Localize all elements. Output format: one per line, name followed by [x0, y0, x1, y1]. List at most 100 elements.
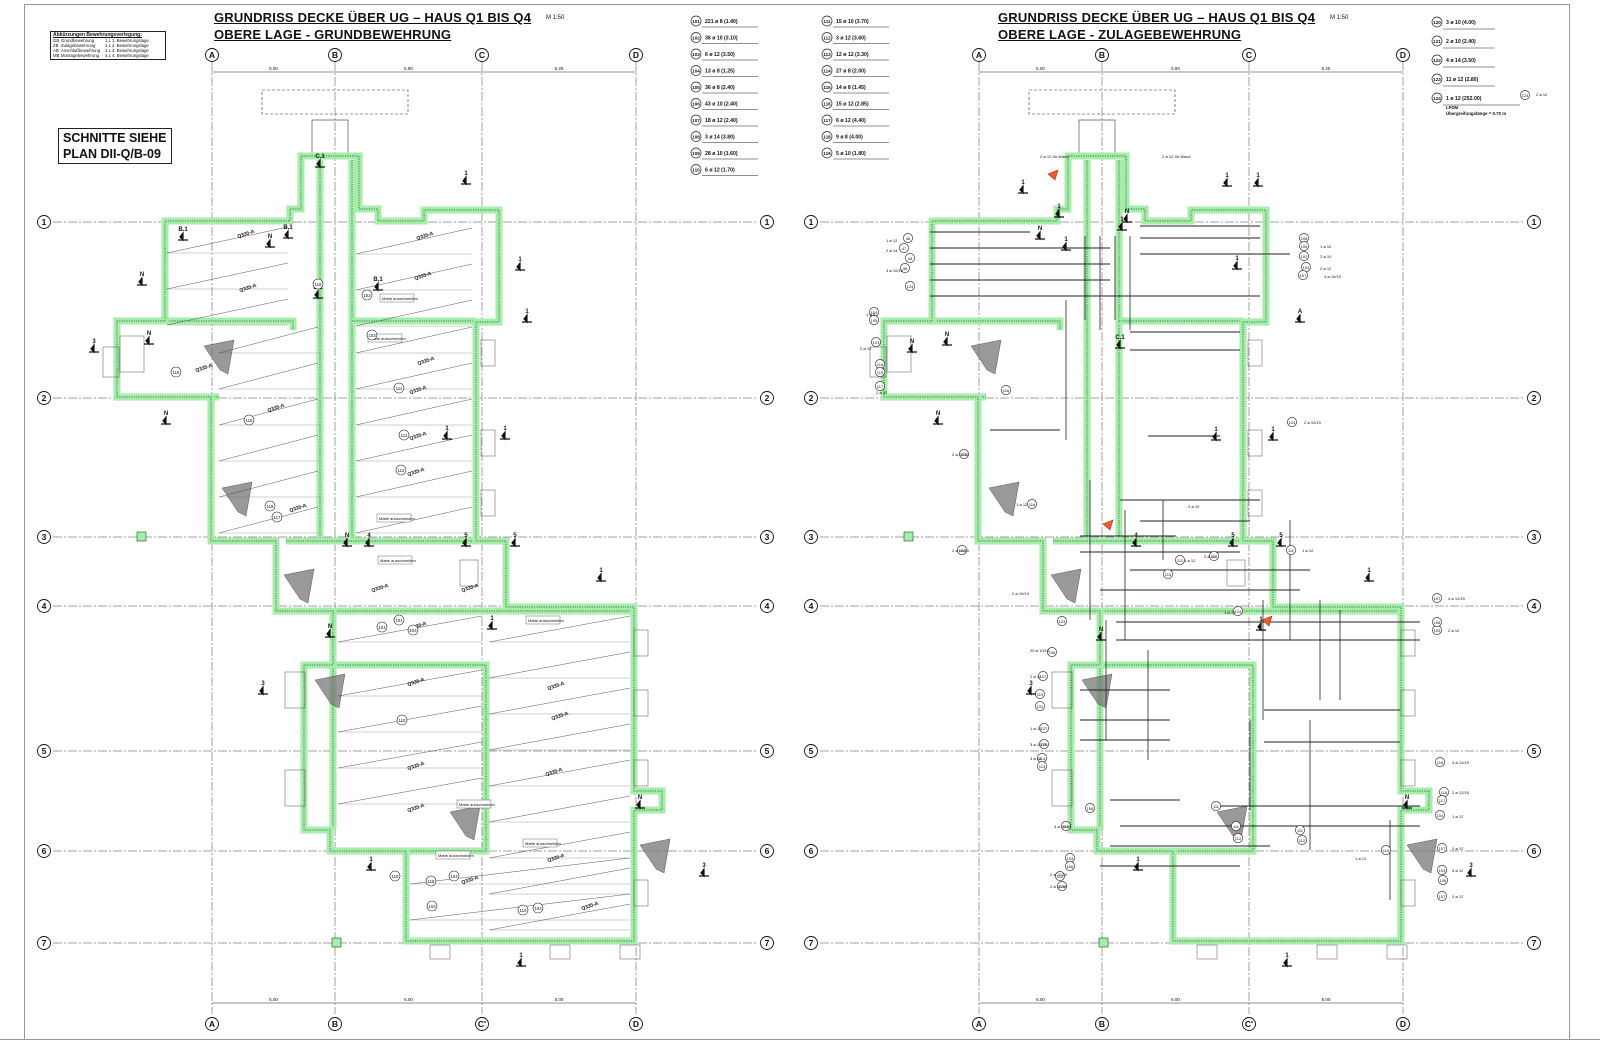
- schedule-col1-bar-spec: 36 ø 8 (2.40): [705, 85, 735, 91]
- right-plan-scale: M 1:50: [1330, 15, 1349, 21]
- right-opening-shade: [1216, 805, 1248, 841]
- position-bubble-label: 115: [246, 418, 254, 423]
- zulage-position-bubble: [1435, 810, 1445, 820]
- zulage-position-label: 123: [1059, 619, 1066, 624]
- zulage-spec-callout: 3 ø 10/15: [1054, 824, 1072, 829]
- schedule-col1-pos-bubble: [690, 15, 702, 27]
- wall-note: 2 ø 12 für Wand: [1040, 154, 1069, 159]
- right-axis-bubble-top: [1396, 48, 1410, 62]
- left-row-bubble-right-label: 3: [765, 532, 770, 542]
- opening-tag: Matte ausschneiden: [459, 802, 495, 807]
- zulage-position-bubble: [1520, 90, 1530, 100]
- position-bubble: [271, 511, 283, 523]
- zulage-section-mark-label: N: [1099, 627, 1103, 633]
- left-row-bubble-right: [760, 936, 774, 950]
- sections-note: SCHNITTE SIEHE PLAN DII-Q/B-09: [58, 128, 172, 164]
- zulage-position-label: 115: [1165, 572, 1172, 577]
- right-row-bubble-right: [1527, 844, 1541, 858]
- left-window-niche: [633, 689, 649, 717]
- position-bubble-label: 116: [267, 504, 275, 509]
- opening-tag-box: [456, 799, 492, 809]
- zulage-position-label: 109: [871, 318, 878, 323]
- schedule-col2-pos-bubble: [821, 98, 833, 109]
- section-mark: [373, 281, 383, 292]
- position-bubble: [376, 621, 388, 633]
- zulage-spec-callout: 20 ø 10/15: [1030, 648, 1050, 653]
- schedule-col2-bar-spec: 3 ø 12 (3.60): [836, 36, 866, 42]
- schedule-col1-pos-bubble: [690, 32, 702, 43]
- opening-tag: Matte ausschneiden: [380, 558, 416, 563]
- zulage-spec-callout: 1 ø 10: [1320, 244, 1332, 249]
- opening-tag-box: [525, 615, 561, 625]
- section-mark: [315, 158, 325, 169]
- legend-label: Zulagebewehrung: [61, 43, 96, 49]
- left-row-bubble-left: [37, 391, 51, 405]
- mesh-sheet-line: [409, 857, 631, 885]
- section-mark: [635, 799, 645, 810]
- right-row-bubble-left-label: 2: [809, 393, 814, 403]
- schedule-col2-bar-spec: 14 ø 8 (1.45): [836, 85, 866, 91]
- position-bubble-label: 118: [315, 282, 323, 287]
- mesh-sheet-line: [218, 434, 319, 462]
- position-bubble-label: 111: [401, 433, 408, 438]
- zulage-position-label: 48: [906, 236, 911, 241]
- accent-arrow-marker: [1047, 169, 1059, 181]
- zulage-spec-callout: 2 ø 12: [1320, 266, 1332, 271]
- section-mark-label: N: [140, 272, 144, 278]
- zulage-position-bubble: [1039, 739, 1049, 749]
- schedule-col1-bar-spec: 221 ø 8 (1.40): [705, 19, 738, 25]
- left-top-stub: [261, 89, 409, 115]
- schedule-col2-pos-number: 112: [823, 36, 831, 41]
- zulage-position-bubble: [869, 315, 879, 325]
- left-axis-bubble-bottom-label: C': [478, 1019, 486, 1029]
- section-mark-label: 1: [518, 257, 522, 263]
- right-row-bubble-left: [804, 936, 818, 950]
- left-row-bubble-left: [37, 530, 51, 544]
- section-mark: [283, 229, 293, 240]
- zulage-position-label: 108: [1434, 620, 1441, 625]
- left-shaft: [311, 119, 349, 157]
- left-axis-bubble-top: [205, 48, 219, 62]
- zulage-position-label: 115: [877, 370, 884, 375]
- section-mark-label: B.1: [283, 225, 293, 231]
- position-bubble: [361, 289, 373, 301]
- right-row-bubble-right: [1527, 391, 1541, 405]
- zulage-position-bubble: [871, 337, 881, 347]
- zulage-position-bubble: [1299, 241, 1309, 251]
- left-axis-bubble-top-label: D: [633, 50, 639, 60]
- left-row-bubble-right-label: 7: [765, 938, 770, 948]
- right-window-niche: [1400, 629, 1416, 657]
- opening-tag: Matte ausschneiden: [528, 618, 564, 623]
- zulage-section-mark: [1222, 177, 1232, 188]
- zulage-position-label: 111: [1233, 824, 1240, 829]
- schedule-col1-pos-number: 110: [692, 168, 700, 173]
- zulage-section-mark-label: 1: [1235, 256, 1239, 262]
- left-dim-top: 5.00: [269, 66, 278, 71]
- right-axis-bubble-bottom: [972, 1017, 986, 1031]
- section-mark: [364, 537, 374, 548]
- opening-tag: Matte ausschneiden: [370, 336, 406, 341]
- right-plan-title: GRUNDRISS DECKE ÜBER UG – HAUS Q1 BIS Q4: [998, 10, 1316, 25]
- right-row-bubble-right-label: 3: [1532, 532, 1537, 542]
- right-window-niche: [1051, 769, 1073, 807]
- mesh-sheet-line: [337, 669, 483, 697]
- position-bubble: [264, 500, 276, 512]
- zulage-schedule-bubble: [1431, 35, 1443, 47]
- zulage-position-label: 116: [877, 362, 884, 367]
- left-row-bubble-left-label: 1: [42, 217, 47, 227]
- zulage-spec-callout: 2 ø 12: [1204, 554, 1216, 559]
- opening-tag: Matte ausschneiden: [438, 853, 474, 858]
- position-bubble: [393, 382, 405, 394]
- zulage-position-bubble: [957, 545, 967, 555]
- zulage-section-mark: [1364, 572, 1374, 583]
- left-row-bubble-right: [760, 215, 774, 229]
- mesh-label: Q335-A: [407, 761, 426, 772]
- zulage-position-label: 116: [1437, 760, 1444, 765]
- zulage-schedule-number: 124: [1433, 96, 1441, 101]
- zulage-position-label: 47: [902, 246, 907, 251]
- mesh-label: Q335-A: [407, 467, 426, 478]
- left-row-bubble-left-label: 5: [42, 746, 47, 756]
- zulage-position-label: 104: [1067, 856, 1074, 861]
- zulage-spec-callout: 3 ø 12: [1452, 868, 1464, 873]
- schedule-col2-bar-spec: 12 ø 12 (3.30): [836, 52, 869, 58]
